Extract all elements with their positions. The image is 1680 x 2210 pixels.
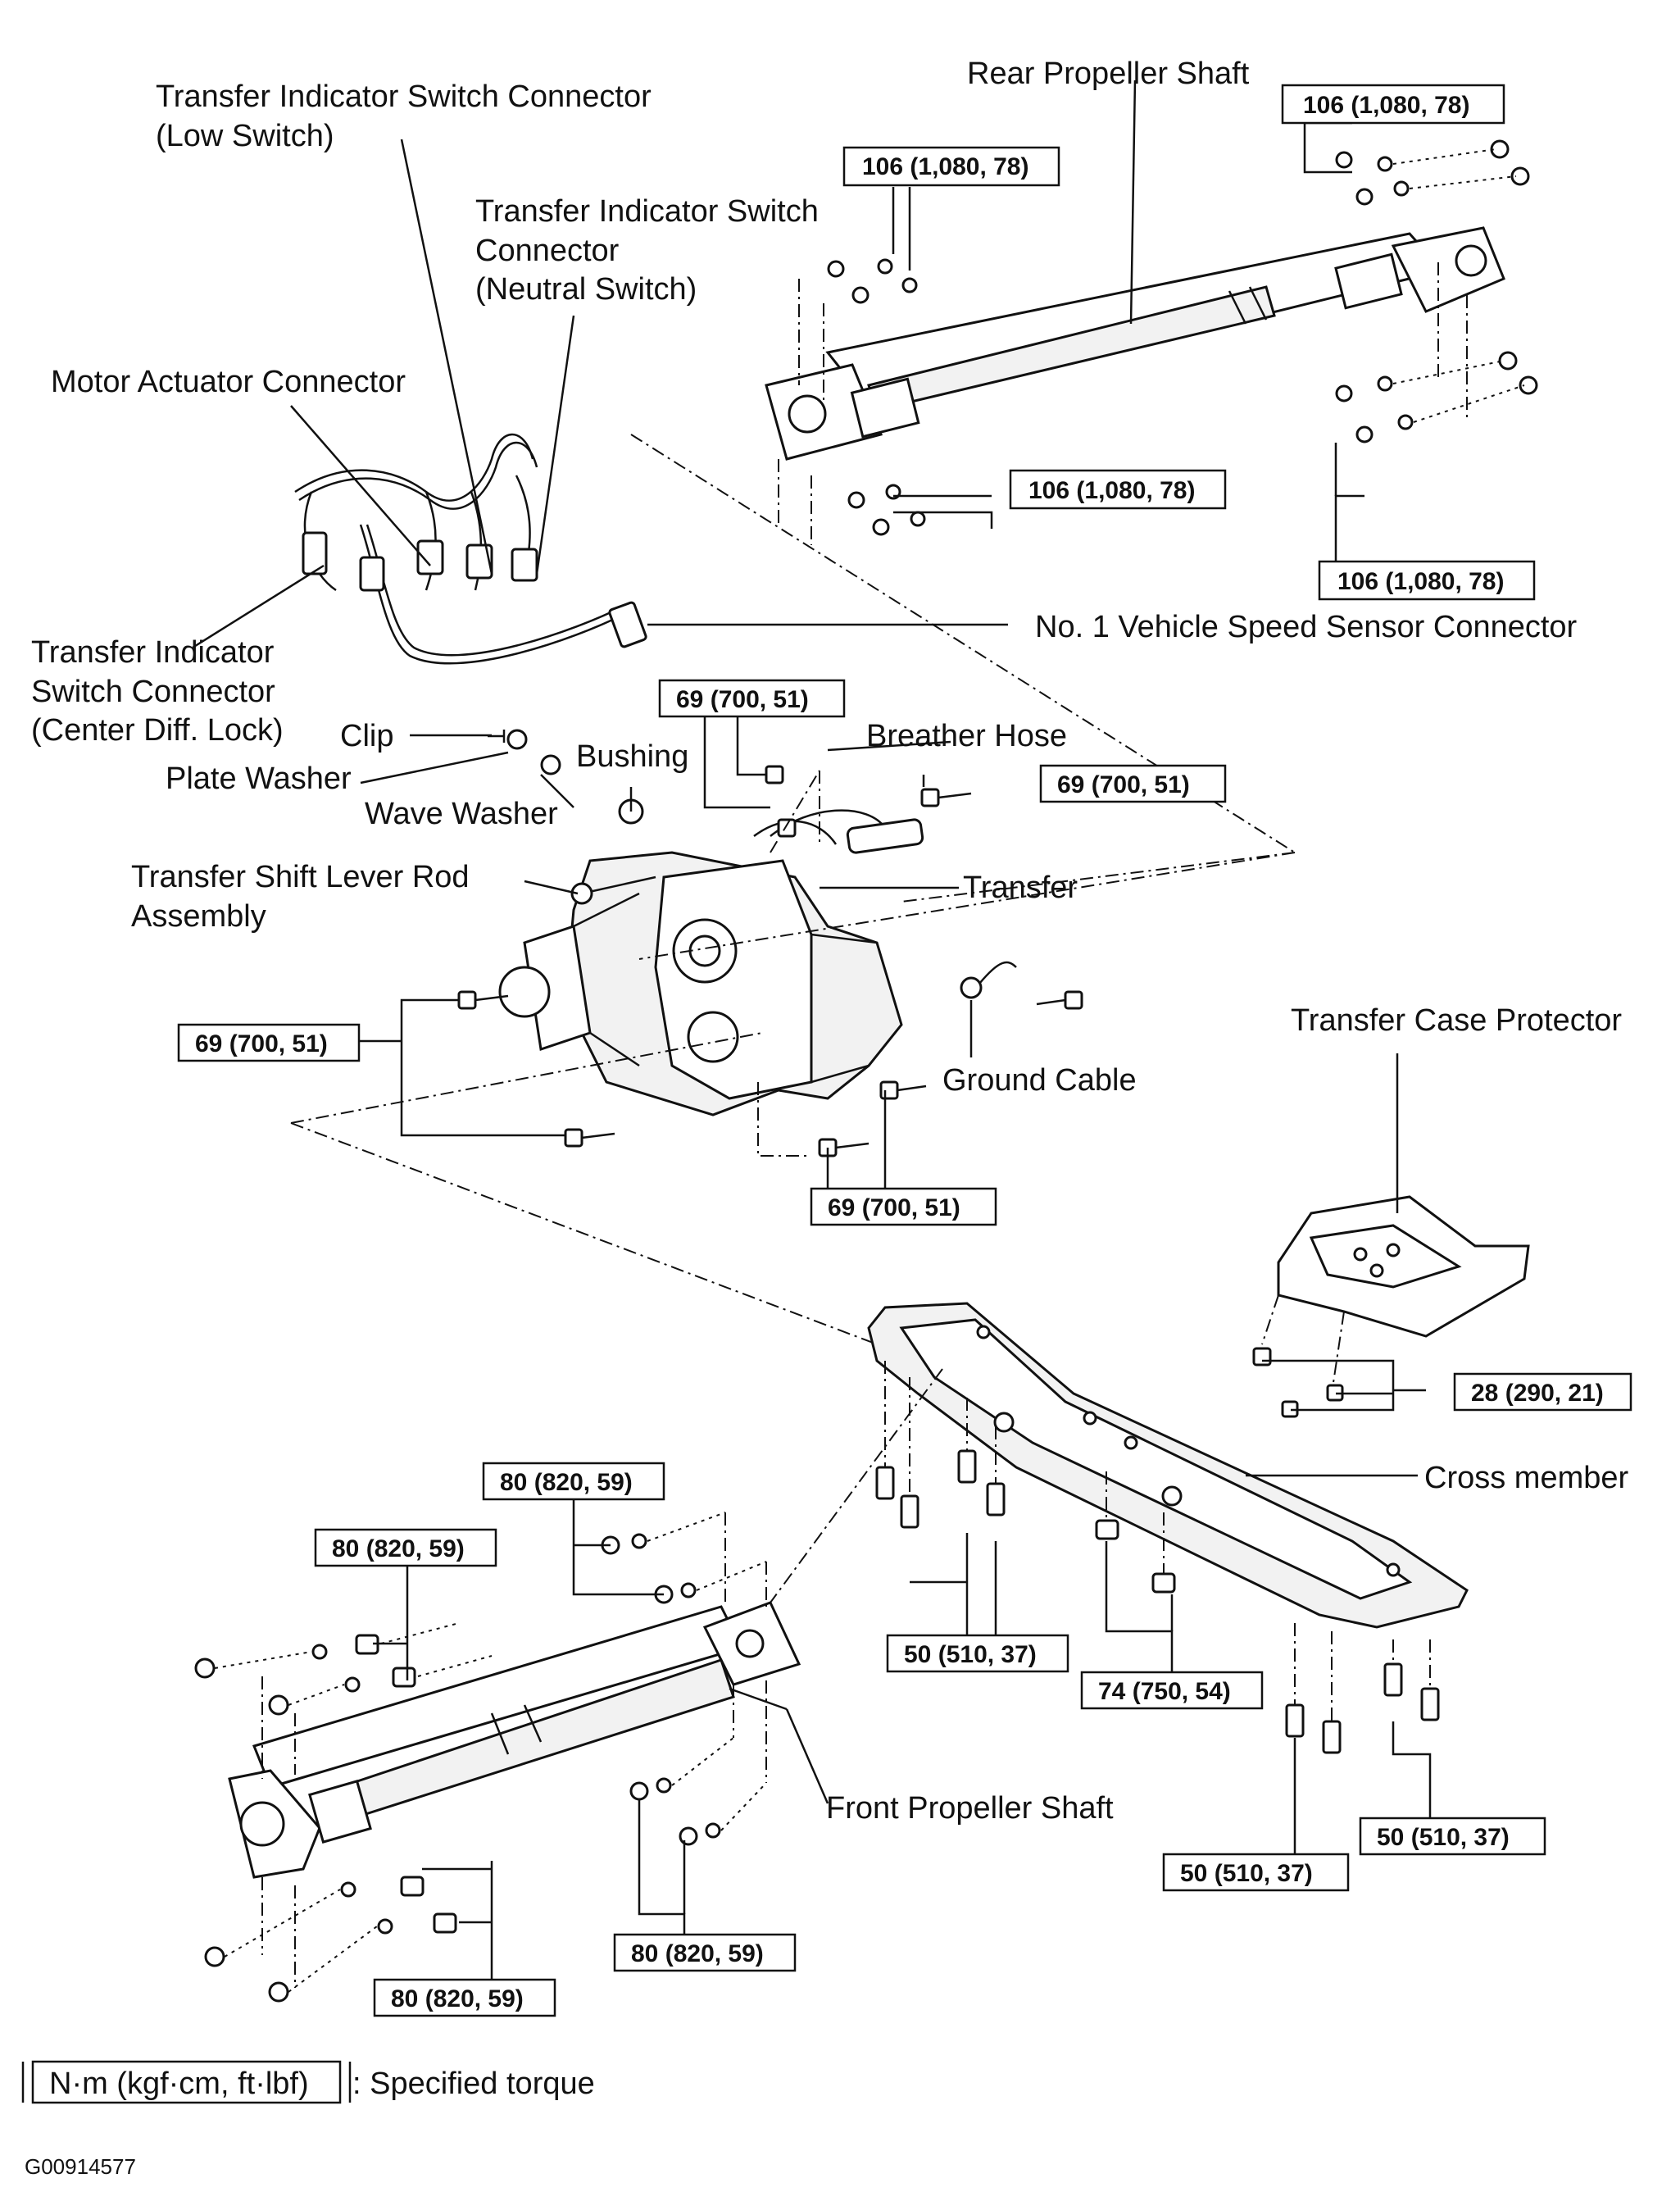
torque-69-top: 69 (700, 51) (676, 686, 809, 713)
torque-specs: 106 (1,080, 78) 106 (1,080, 78) 106 (1,0… (177, 84, 1632, 2017)
label-clip: Clip (340, 719, 393, 753)
torque-69-left: 69 (700, 51) (195, 1030, 328, 1057)
torque-106-top-left: 106 (1,080, 78) (862, 153, 1028, 180)
front-propeller-shaft (228, 1601, 801, 1879)
label-ground-cable: Ground Cable (942, 1063, 1137, 1098)
torque-80-bottom-left: 80 (820, 59) (391, 1985, 524, 2012)
rear-propeller-shaft (765, 226, 1505, 461)
torque-69-bottom: 69 (700, 51) (828, 1194, 960, 1221)
label-plate-washer: Plate Washer (166, 762, 352, 796)
label-cross-member: Cross member (1424, 1461, 1628, 1495)
torque-28: 28 (290, 21) (1471, 1380, 1604, 1407)
legend: N·m (kgf·cm, ft·lbf) : Specified torque (21, 2060, 595, 2104)
label-tis-center-line1: Transfer Indicator (31, 635, 275, 670)
label-wave-washer: Wave Washer (365, 797, 558, 831)
label-front-propeller-shaft: Front Propeller Shaft (826, 1791, 1114, 1826)
label-motor-actuator: Motor Actuator Connector (51, 365, 406, 399)
torque-74: 74 (750, 54) (1098, 1678, 1231, 1705)
torque-50-mid: 50 (510, 37) (904, 1641, 1037, 1668)
label-rear-propeller-shaft: Rear Propeller Shaft (967, 57, 1250, 91)
torque-80-left: 80 (820, 59) (332, 1535, 465, 1562)
label-bushing: Bushing (576, 739, 688, 774)
label-shift-rod-line1: Transfer Shift Lever Rod (131, 860, 470, 894)
label-tis-low-line1: Transfer Indicator Switch Connector (156, 80, 652, 114)
torque-106-right-low: 106 (1,080, 78) (1337, 568, 1504, 595)
transfer-assembly (498, 809, 924, 1116)
label-tis-neutral-line1: Transfer Indicator Switch (475, 194, 819, 229)
front-shaft-fasteners (194, 1368, 943, 2003)
transfer-alignment-lines (290, 434, 1296, 1370)
torque-50-right: 50 (510, 37) (1377, 1824, 1510, 1851)
label-speed-sensor: No. 1 Vehicle Speed Sensor Connector (1035, 610, 1578, 644)
torque-80-bottom-mid: 80 (820, 59) (631, 1940, 764, 1967)
leader-lines (192, 80, 1432, 1980)
torque-106-mid: 106 (1,080, 78) (1028, 477, 1195, 504)
torque-50-bottom: 50 (510, 37) (1180, 1860, 1313, 1887)
figure-id: G00914577 (25, 2154, 136, 2179)
label-transfer: Transfer (963, 871, 1078, 905)
transfer-case-protector (1252, 1195, 1530, 1418)
label-tis-center-line2: Switch Connector (31, 675, 275, 709)
label-tis-low-line2: (Low Switch) (156, 119, 334, 153)
label-tis-neutral-line2: Connector (475, 234, 620, 268)
label-breather-hose: Breather Hose (866, 719, 1067, 753)
rear-shaft-left-fasteners (778, 258, 926, 545)
torque-69-right: 69 (700, 51) (1057, 771, 1190, 798)
rear-shaft-right-fasteners (1335, 139, 1538, 443)
wiring-harness (294, 433, 647, 665)
cross-member-bolts (875, 1361, 1440, 1754)
torque-106-top-right: 106 (1,080, 78) (1303, 92, 1469, 119)
label-tis-center-line3: (Center Diff. Lock) (31, 713, 284, 748)
legend-unit: N·m (kgf·cm, ft·lbf) (49, 2067, 309, 2101)
label-tis-neutral-line3: (Neutral Switch) (475, 272, 697, 307)
part-labels: Rear Propeller Shaft Transfer Indicator … (31, 57, 1628, 1826)
torque-80-top: 80 (820, 59) (500, 1469, 633, 1496)
label-case-protector: Transfer Case Protector (1291, 1003, 1622, 1038)
legend-text: : Specified torque (352, 2067, 595, 2101)
label-shift-rod-line2: Assembly (131, 899, 266, 934)
